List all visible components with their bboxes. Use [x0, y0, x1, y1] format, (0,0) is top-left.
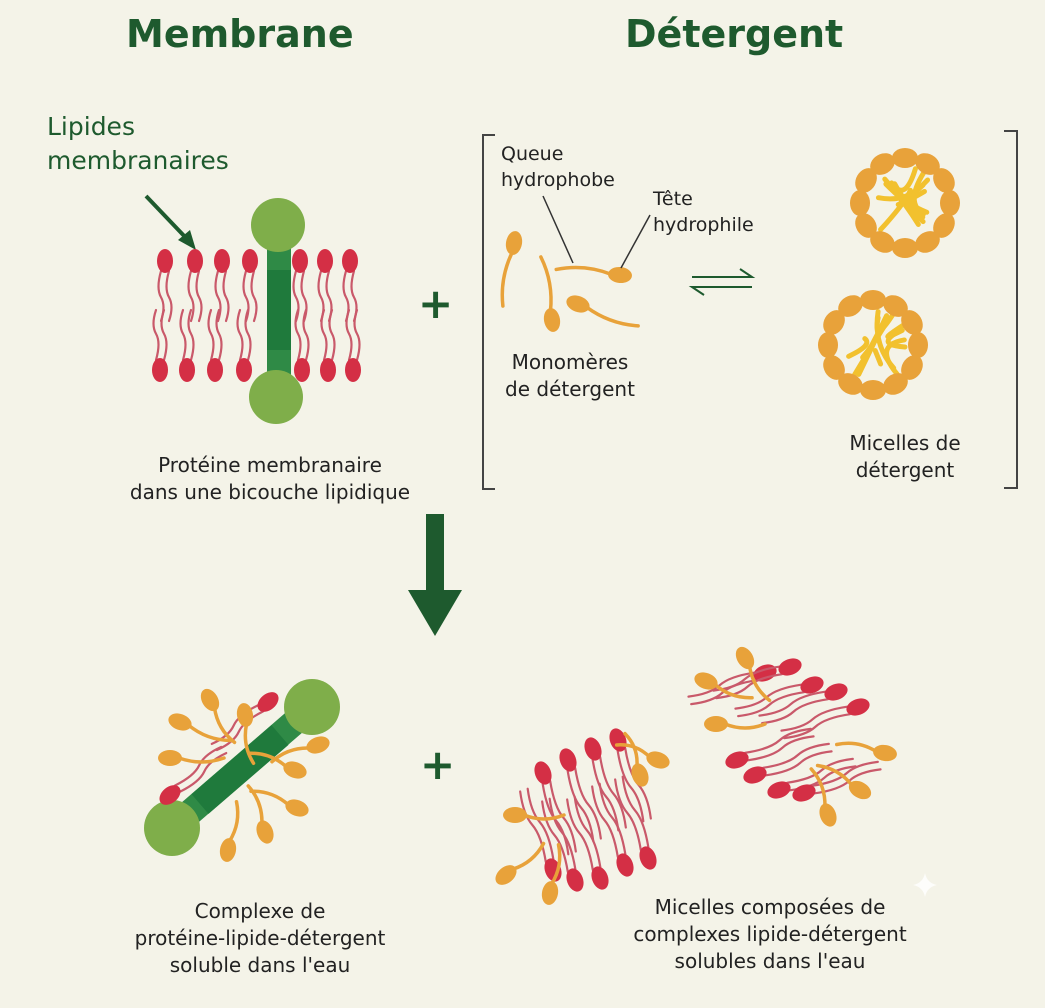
- label-mixed-micelles: Micelles composées de complexes lipide-d…: [590, 894, 950, 975]
- lipid-head: [152, 358, 168, 382]
- mixed-micelle-right: [688, 644, 898, 829]
- lipid-head: [236, 358, 252, 382]
- label-hydrophilic-head: Tête hydrophile: [653, 186, 754, 238]
- label-detergent-micelles: Micelles de détergent: [820, 430, 990, 484]
- lipid-head: [292, 249, 308, 273]
- label-complex: Complexe de protéine-lipide-détergent so…: [80, 898, 440, 979]
- plus-sign-bottom: +: [420, 744, 455, 786]
- detergent-micelles: [818, 148, 960, 400]
- lipid-head: [214, 249, 230, 273]
- detergent-monomers: [502, 230, 638, 333]
- label-membrane-protein: Protéine membranaire dans une bicouche l…: [80, 452, 460, 506]
- lipid-head: [317, 249, 333, 273]
- lipid-head: [179, 358, 195, 382]
- lipid-head: [242, 249, 258, 273]
- label-monomers: Monomères de détergent: [490, 349, 650, 403]
- label-hydrophobic-tail: Queue hydrophobe: [501, 141, 615, 193]
- pointer-arrow-icon: [146, 196, 196, 250]
- lipid-bilayer: [152, 249, 361, 382]
- lipid-head: [342, 249, 358, 273]
- lipid-head: [320, 358, 336, 382]
- lipid-head: [157, 249, 173, 273]
- lipid-head: [207, 358, 223, 382]
- callout-lines: [543, 196, 650, 268]
- equilibrium-arrows-icon: [692, 269, 752, 295]
- lipid-head: [187, 249, 203, 273]
- protein-lipid-detergent-complex: [144, 679, 340, 863]
- lipid-head: [294, 358, 310, 382]
- mixed-micelle-left: [492, 726, 672, 906]
- plus-sign-top: +: [418, 283, 453, 325]
- arrow-down-icon: [408, 514, 462, 636]
- lipid-head: [254, 688, 283, 716]
- lipid-head: [345, 358, 361, 382]
